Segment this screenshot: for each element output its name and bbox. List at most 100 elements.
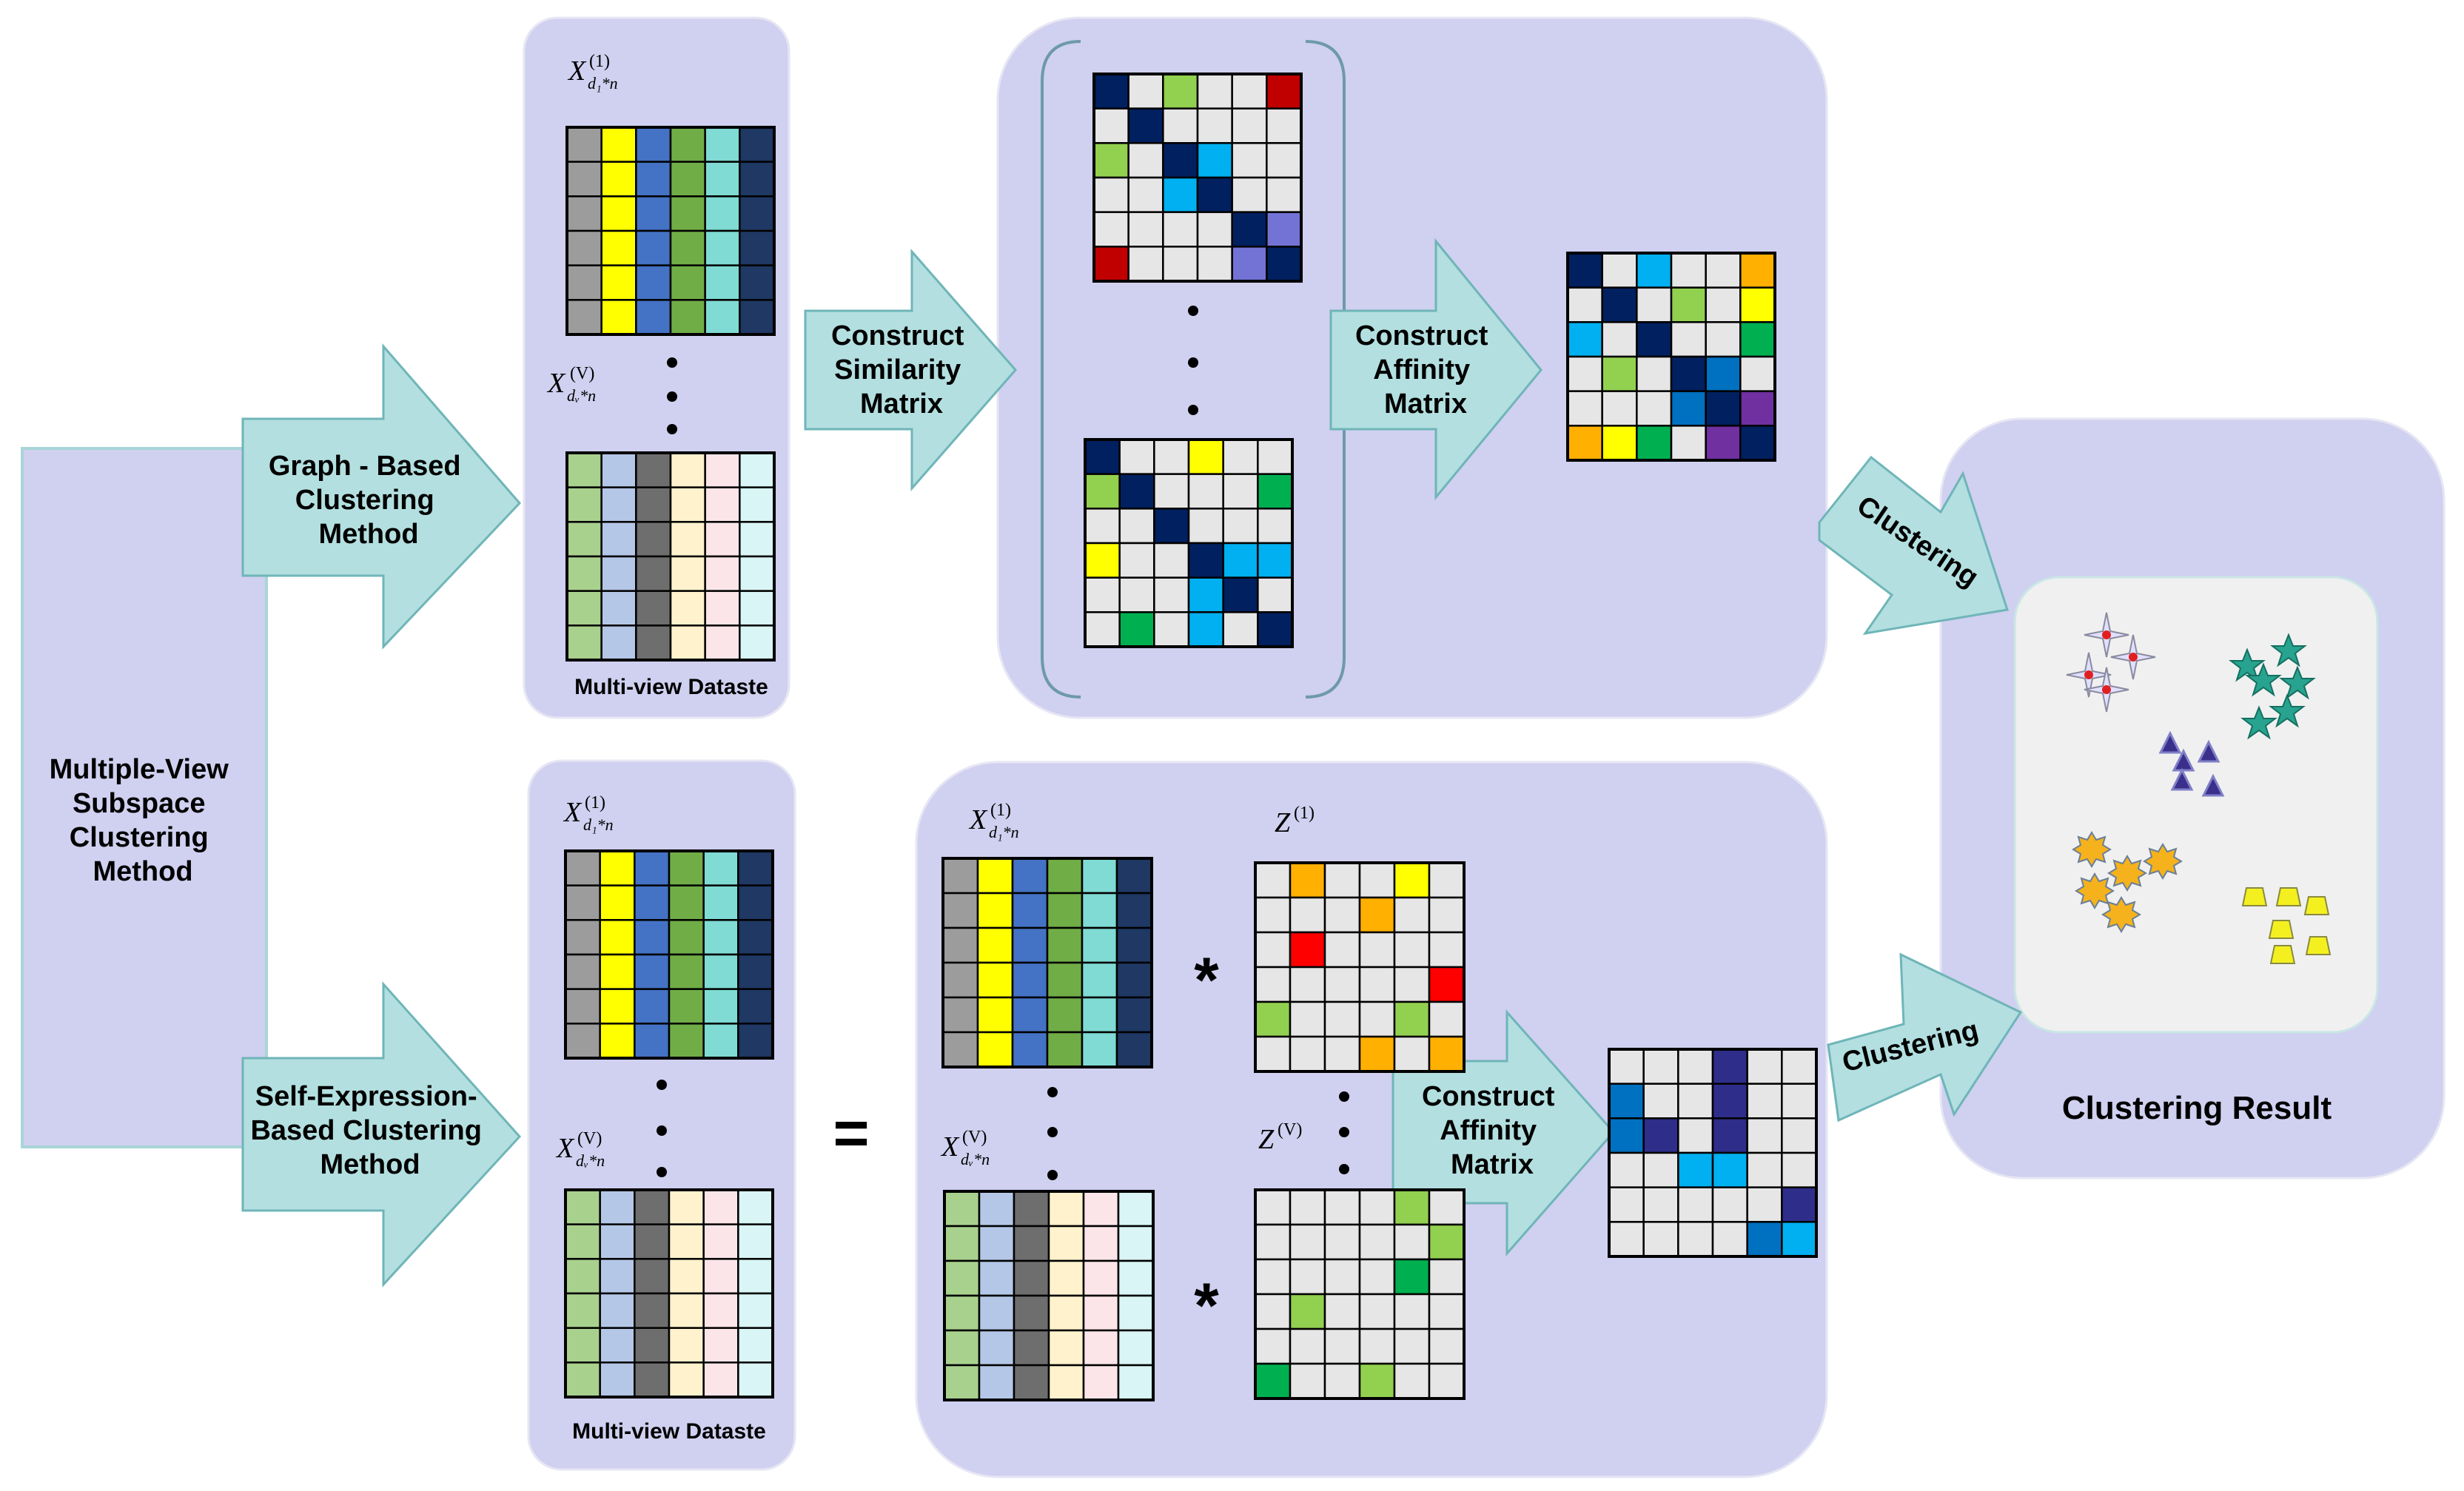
matrix-cell <box>1642 1083 1679 1120</box>
matrix-cell <box>1289 1035 1326 1073</box>
matrix-cell <box>634 1258 671 1295</box>
matrix-cell <box>600 486 637 523</box>
self-expression-arrow[interactable] <box>241 981 522 1288</box>
matrix-cell <box>1677 1083 1714 1120</box>
matrix-cell <box>1266 142 1303 179</box>
matrix-cell <box>1566 321 1603 358</box>
construct-similarity-arrow[interactable] <box>804 249 1017 491</box>
matrix-cell <box>1118 508 1155 545</box>
matrix-cell <box>1739 390 1776 427</box>
matrix-cell <box>1222 611 1259 648</box>
matrix-cell <box>1254 1000 1292 1038</box>
matrix-cell <box>739 299 776 336</box>
matrix-cell <box>1746 1186 1783 1223</box>
matrix-cell <box>565 451 602 488</box>
svg-text:d₁*n: d₁*n <box>583 815 614 834</box>
matrix-cell <box>669 486 706 523</box>
matrix-cell <box>635 161 672 198</box>
matrix-cell <box>1358 1258 1396 1296</box>
matrix-cell <box>565 126 602 163</box>
matrix-cell <box>737 1292 774 1329</box>
matrix-cell <box>1358 1327 1396 1365</box>
matrix-cell <box>1393 1327 1431 1365</box>
matrix-cell <box>1428 1223 1466 1261</box>
matrix-cell <box>1393 1258 1431 1296</box>
matrix-cell <box>1636 286 1673 323</box>
matrix-cell <box>1127 246 1164 283</box>
matrix-cell <box>1781 1221 1818 1258</box>
clustering-arrow-bottom[interactable] <box>1827 952 2023 1123</box>
matrix-cell <box>739 486 776 523</box>
svg-text:(1): (1) <box>589 52 610 71</box>
matrix-cell <box>1705 390 1742 427</box>
matrix-cell <box>1231 107 1268 144</box>
matrix-cell <box>1677 1186 1714 1223</box>
matrix-cell <box>1323 1258 1361 1296</box>
matrix-view1-selfexp <box>564 849 774 1060</box>
matrix-cell <box>634 1292 671 1329</box>
matrix-cell <box>1118 542 1155 579</box>
matrix-cell <box>1196 73 1233 110</box>
matrix-cell <box>1153 611 1190 648</box>
matrix-cell <box>1118 473 1155 510</box>
matrix-cell <box>1705 286 1742 323</box>
matrix-cell <box>739 590 776 627</box>
matrix-cell <box>669 161 706 198</box>
matrix-cell <box>1162 142 1199 179</box>
coefficient-matrix-zv <box>1254 1188 1466 1400</box>
matrix-cell <box>1393 1188 1431 1226</box>
matrix-outline <box>564 849 774 1060</box>
matrix-cell <box>1187 576 1224 613</box>
matrix-cell <box>1011 961 1049 999</box>
construct-similarity-label: Construct Similarity Matrix <box>831 320 972 420</box>
matrix-cell <box>1092 107 1129 144</box>
similarity-matrix-1 <box>1092 73 1303 283</box>
ellipsis-dots <box>657 306 1349 1180</box>
matrix-cell <box>1046 892 1084 929</box>
matrix-cell <box>737 1327 774 1364</box>
matrix-cell <box>1601 355 1638 392</box>
graph-based-label: Graph - Based Clustering Method <box>269 451 469 550</box>
matrix-cell <box>1566 390 1603 427</box>
graph-based-arrow[interactable] <box>241 343 522 650</box>
matrix-cell <box>1323 861 1361 899</box>
matrix-cell <box>1127 176 1164 213</box>
matrix-cell <box>1254 1293 1292 1330</box>
matrix-cell <box>668 1258 705 1295</box>
matrix-cell <box>1115 996 1153 1034</box>
matrix-cell <box>600 195 637 232</box>
matrix-cell <box>737 1188 774 1225</box>
matrix-cell <box>635 590 672 627</box>
matrix-cell <box>1428 896 1466 934</box>
matrix-cell <box>739 229 776 266</box>
matrix-cell <box>1601 252 1638 289</box>
matrix-cell <box>1153 508 1190 545</box>
multiply-sign-top: * <box>1194 945 1219 1016</box>
matrix-cell <box>1636 252 1673 289</box>
matrix-cell <box>1115 926 1153 964</box>
clustering-arrow-top[interactable] <box>1818 455 2009 636</box>
matrix-cell <box>1162 176 1199 213</box>
matrix-cell <box>565 229 602 266</box>
matrix-cell <box>600 590 637 627</box>
svg-text:X: X <box>940 1131 960 1162</box>
matrix-cell <box>1127 73 1164 110</box>
matrix-cell <box>1013 1329 1050 1367</box>
matrix-cell <box>1092 246 1129 283</box>
matrix-cell <box>1781 1117 1818 1154</box>
matrix-cell <box>1011 1031 1049 1068</box>
matrix-cell <box>1046 961 1084 999</box>
svg-text:(1): (1) <box>585 793 605 812</box>
matrix-cell <box>943 1259 981 1297</box>
matrix-cell <box>1084 542 1121 579</box>
matrix-cell <box>1254 1188 1292 1226</box>
matrix-cell <box>564 1362 601 1399</box>
matrix-cell <box>1266 211 1303 248</box>
affinity-matrix-bottom <box>1608 1048 1818 1258</box>
matrix-cell <box>1677 1117 1714 1154</box>
construct-affinity-arrow-top[interactable] <box>1329 238 1542 501</box>
matrix-cell <box>1153 576 1190 613</box>
matrix-cell <box>978 1259 1016 1297</box>
matrix-cell <box>1046 857 1084 895</box>
matrix-cell <box>1323 966 1361 1003</box>
